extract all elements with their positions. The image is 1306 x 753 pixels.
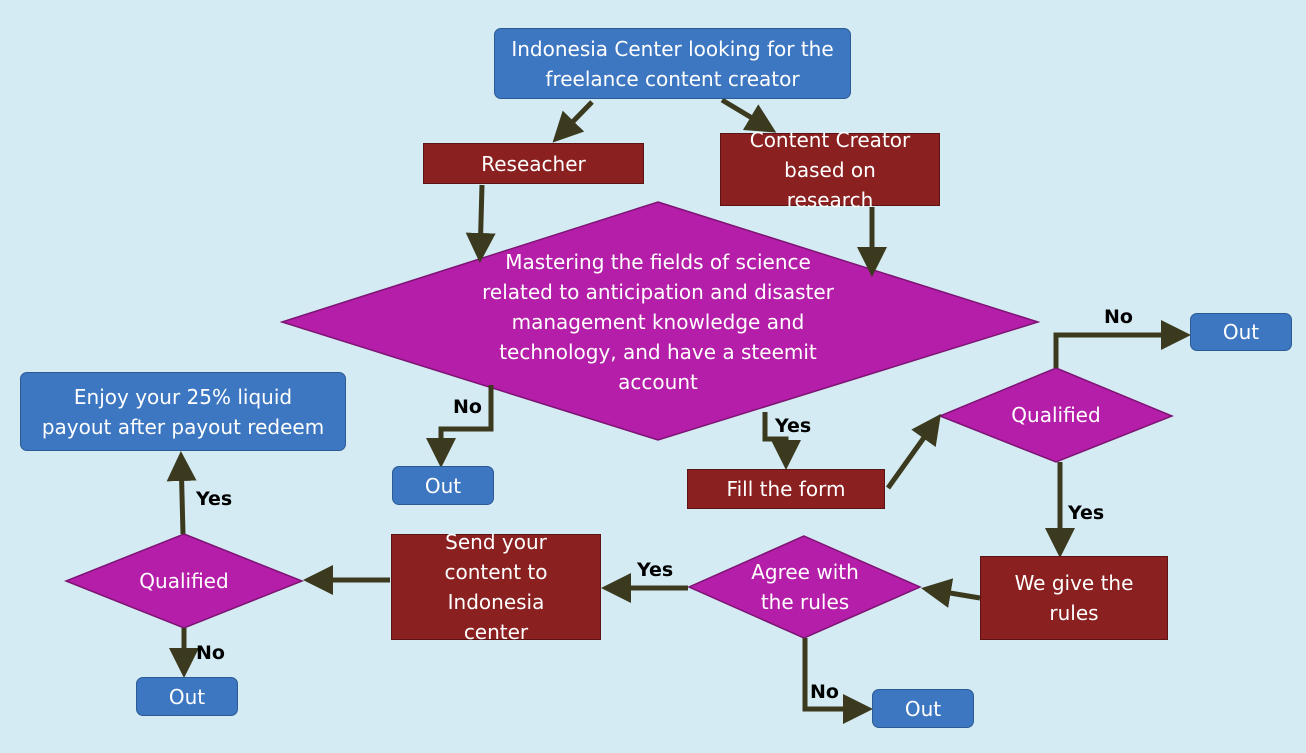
node-enjoy: Enjoy your 25% liquid payout after payou… <box>20 372 346 451</box>
arrow-mastering-yes-to-fill-form <box>762 412 801 470</box>
node-out-2: Out <box>1190 313 1292 351</box>
label-mastering-yes: Yes <box>775 415 812 437</box>
arrow-give-rules-to-agree <box>921 578 981 608</box>
label-mastering-no: No <box>453 396 482 418</box>
arrow-qualified-2-yes-to-enjoy <box>166 451 197 535</box>
label-qualified-1-no: No <box>1104 306 1133 328</box>
decision-qualified-1: Qualified <box>1011 403 1101 427</box>
arrow-agree-no-to-out <box>802 638 873 724</box>
node-out-1: Out <box>392 466 494 505</box>
node-send-content: Send your content to Indonesia center <box>391 530 601 644</box>
node-start: Indonesia Center looking for the freelan… <box>494 28 851 99</box>
arrow-fill-form-to-qualified-1 <box>885 413 941 490</box>
node-content-creator: Content Creator based on research <box>720 128 940 212</box>
arrow-mastering-no-to-out <box>426 385 494 468</box>
decision-mastering: Mastering the fields of science related … <box>482 250 834 394</box>
label-agree-yes: Yes <box>637 559 674 581</box>
node-researcher: Reseacher <box>423 143 644 184</box>
arrow-start-to-content-creator <box>720 97 777 133</box>
decision-qualified-2: Qualified <box>139 569 229 593</box>
label-qualified-2-yes: Yes <box>196 488 233 510</box>
node-fill-form: Fill the form <box>687 469 885 509</box>
decision-agree-rules: Agree with the rules <box>751 560 859 614</box>
node-out-3: Out <box>872 689 974 728</box>
arrow-qualified-1-no-to-out <box>1053 320 1191 368</box>
node-give-rules: We give the rules <box>980 556 1168 640</box>
qualified-1-diamond <box>938 367 1174 463</box>
arrow-researcher-to-mastering <box>465 184 496 263</box>
arrow-start-to-researcher <box>552 100 594 143</box>
label-qualified-1-yes: Yes <box>1068 502 1105 524</box>
node-out-4: Out <box>136 677 238 716</box>
label-agree-no: No <box>810 681 839 703</box>
label-qualified-2-no: No <box>196 642 225 664</box>
mastering-diamond <box>279 201 1041 441</box>
